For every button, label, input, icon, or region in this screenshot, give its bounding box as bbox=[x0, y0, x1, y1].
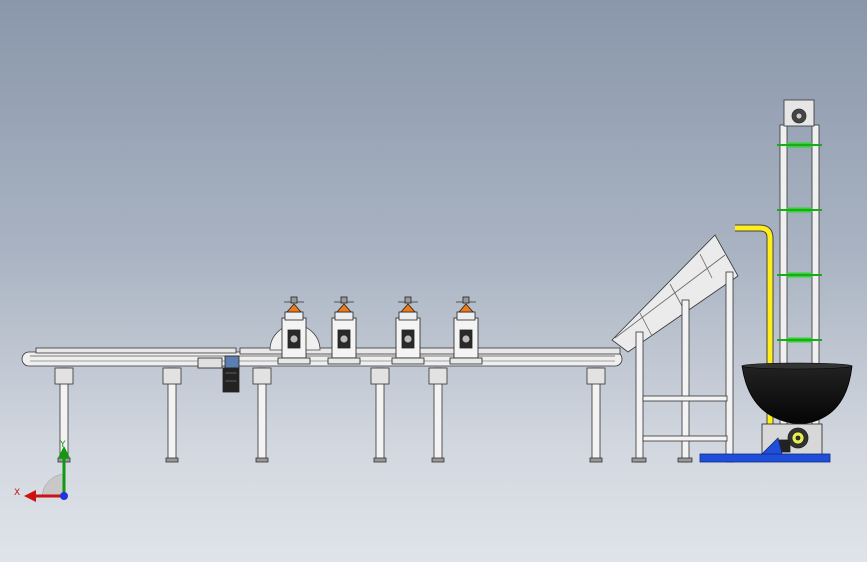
vibratory-bowl bbox=[741, 362, 853, 425]
processing-station-4 bbox=[449, 296, 483, 365]
conveyor-legs bbox=[54, 367, 606, 463]
coordinate-triad bbox=[24, 446, 70, 502]
processing-station-1 bbox=[277, 296, 311, 365]
vertical-elevator bbox=[777, 99, 822, 436]
y-axis-label: Y bbox=[60, 440, 66, 450]
conveyor-drive-motor bbox=[197, 355, 240, 393]
inclined-conveyor bbox=[611, 234, 739, 353]
x-axis-label: X bbox=[14, 488, 21, 498]
blue-base-plate bbox=[699, 437, 831, 463]
yellow-chute-pipe bbox=[735, 224, 774, 448]
belt-conveyor bbox=[21, 347, 623, 367]
inclined-conveyor-frame bbox=[631, 271, 734, 463]
processing-station-2 bbox=[327, 296, 361, 365]
processing-station-3 bbox=[391, 296, 425, 365]
base-drive-unit bbox=[761, 423, 823, 457]
